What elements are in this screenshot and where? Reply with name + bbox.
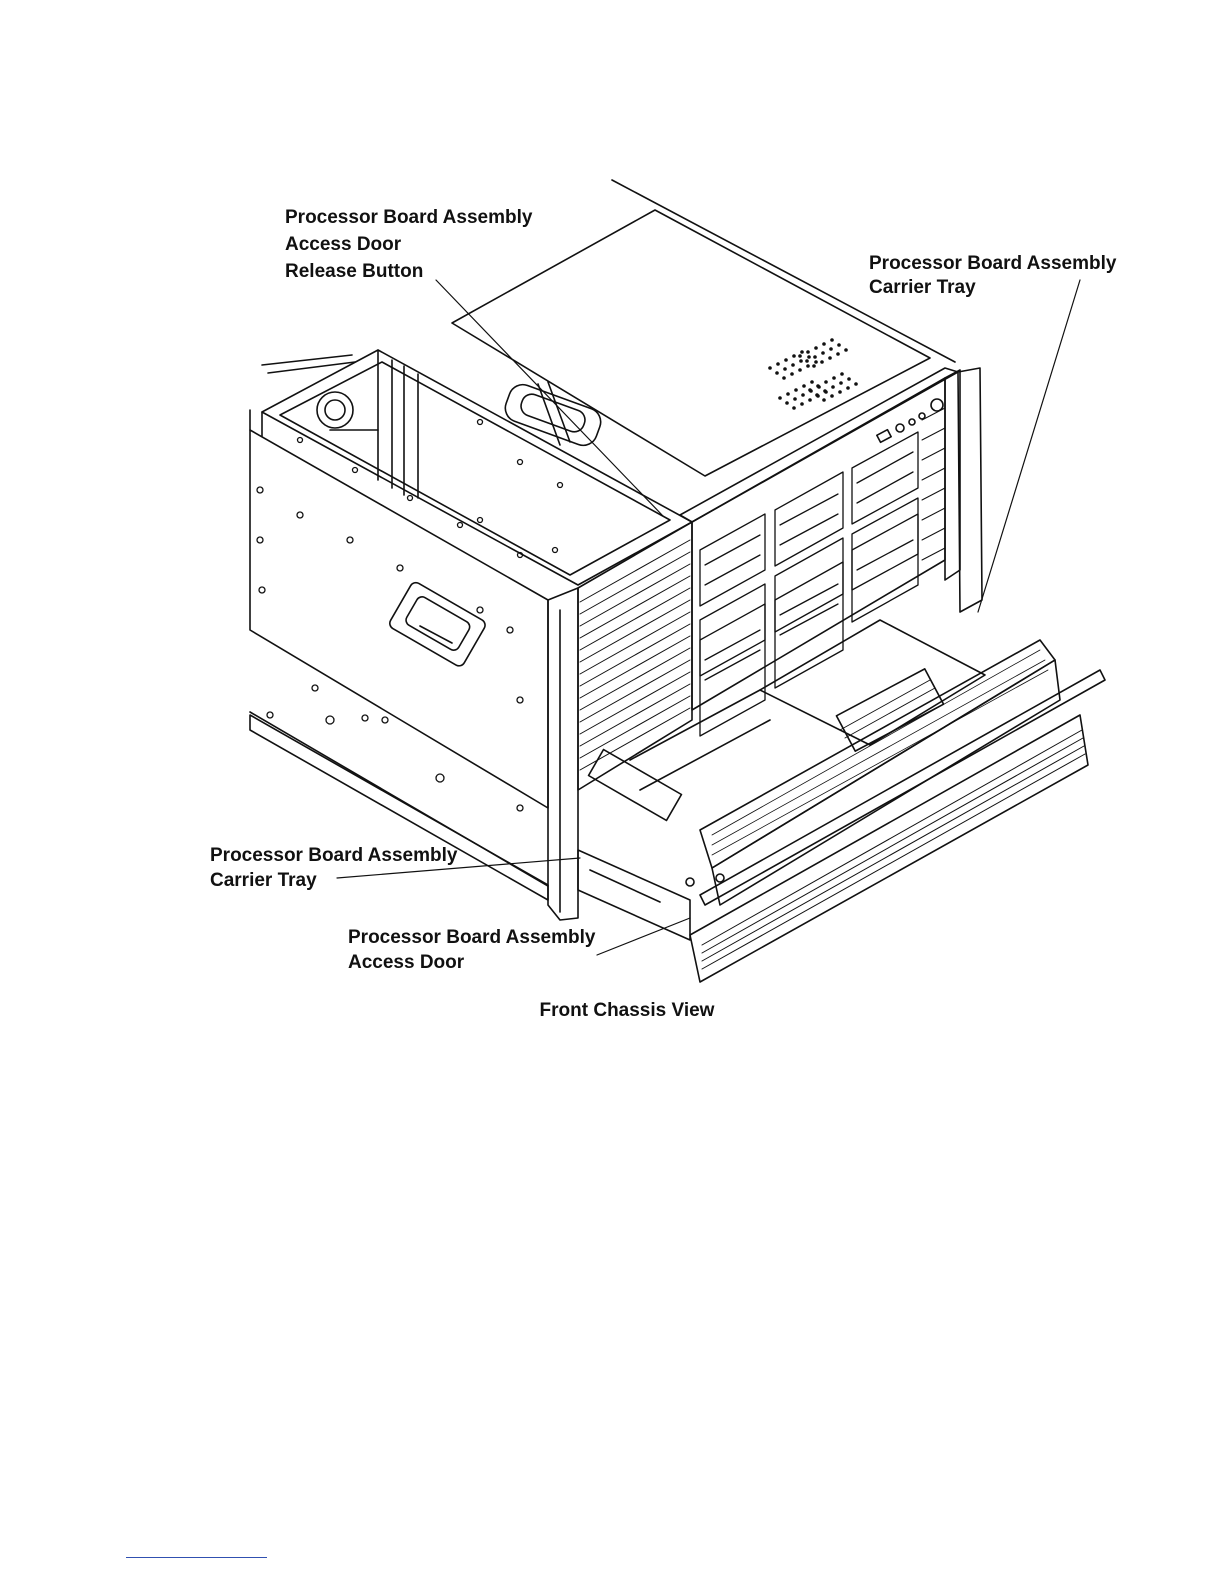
- callout-carrier-tray-left: Processor Board Assembly Carrier Tray: [210, 843, 457, 893]
- cover-vents: [768, 338, 858, 410]
- callout-carrier-tray-right: Processor Board Assembly Carrier Tray: [869, 252, 1116, 300]
- callout-release-button: Processor Board Assembly Access Door Rel…: [285, 204, 532, 285]
- processor-board: [760, 620, 985, 745]
- side-screws: [257, 420, 563, 812]
- callout-access-door: Processor Board Assembly Access Door: [348, 925, 595, 975]
- figure-caption: Front Chassis View: [0, 1000, 1224, 1022]
- tray-perforation: [712, 650, 1048, 855]
- footer-rule: [126, 1557, 267, 1558]
- front-face: [692, 378, 945, 710]
